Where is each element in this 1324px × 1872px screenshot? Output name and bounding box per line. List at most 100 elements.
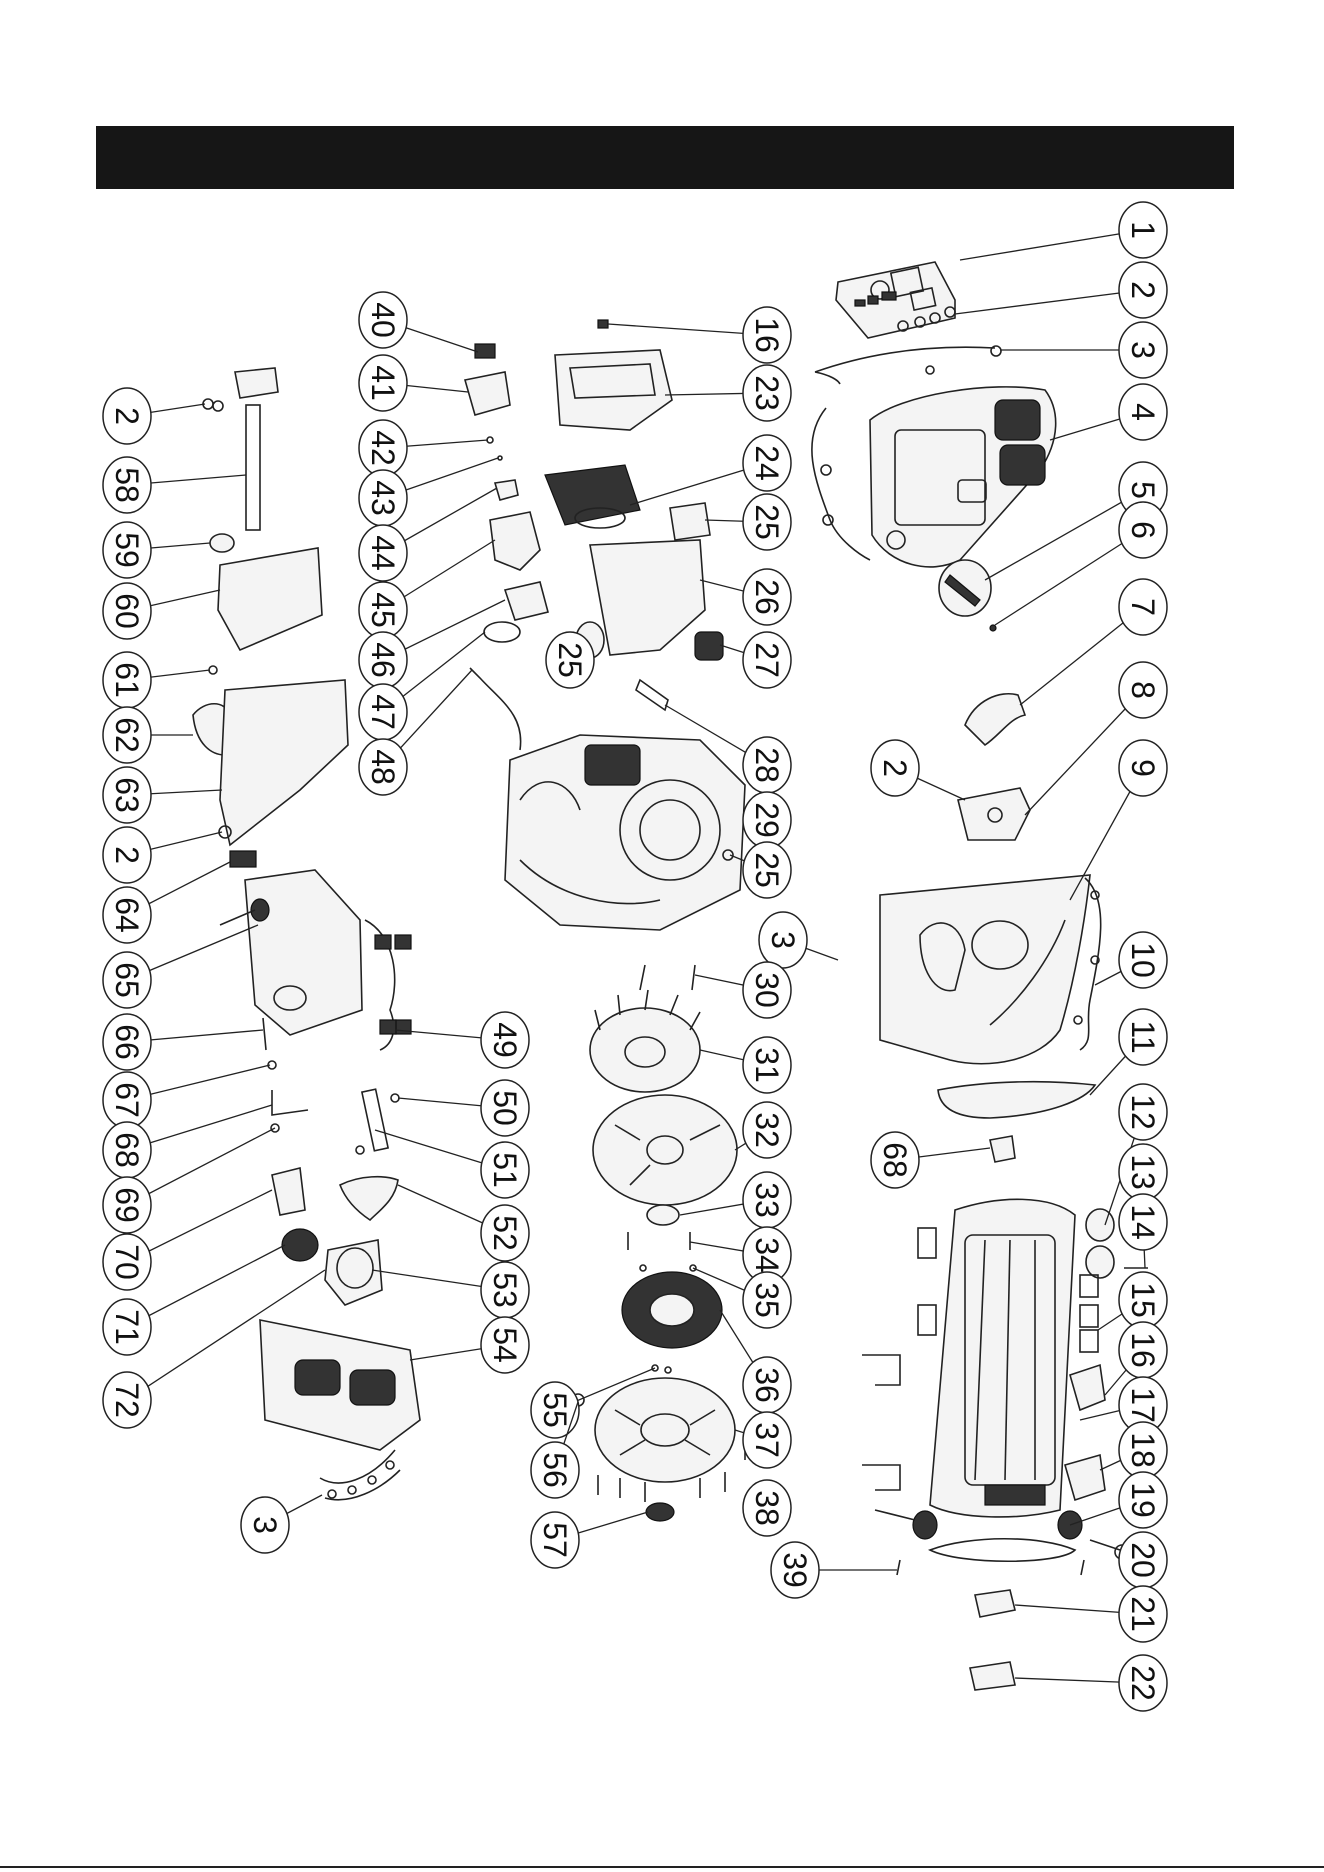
callout-62: 62	[103, 707, 193, 763]
callout-label: 28	[749, 747, 785, 783]
part-base-gasket	[930, 1539, 1075, 1562]
bottom-rule	[0, 1866, 1324, 1868]
part-69b	[356, 1146, 364, 1154]
callout-label: 13	[1125, 1154, 1161, 1190]
callout-25: 25	[546, 632, 594, 688]
part-right-bracket-upper	[1070, 1365, 1105, 1410]
callout-label: 42	[365, 430, 401, 466]
callout-label: 62	[109, 717, 145, 753]
callout-label: 25	[749, 504, 785, 540]
callout-label: 18	[1125, 1432, 1161, 1468]
part-stator	[622, 1272, 722, 1348]
callout-label: 60	[109, 593, 145, 629]
callout-68: 68	[871, 1132, 990, 1188]
part-71-cap	[282, 1229, 318, 1261]
callout-63: 63	[103, 767, 222, 823]
callout-22: 22	[1015, 1655, 1167, 1711]
part-stator-housing	[595, 1378, 735, 1482]
callout-label: 46	[365, 642, 401, 678]
leader-line	[955, 290, 1143, 314]
callout-41: 41	[359, 355, 468, 411]
part-49-pads-d	[380, 1020, 396, 1034]
callout-11: 11	[1090, 1009, 1167, 1095]
callout-label: 35	[749, 1282, 785, 1318]
part-68-hose	[272, 1090, 308, 1115]
callout-label: 45	[365, 592, 401, 628]
callout-label: 10	[1125, 942, 1161, 978]
part-49-pads	[375, 935, 391, 949]
part-gasket-left	[812, 408, 870, 560]
part-nut-33	[647, 1205, 679, 1225]
callout-label: 2	[109, 407, 145, 425]
callout-label: 67	[109, 1082, 145, 1118]
callout-label: 48	[365, 749, 401, 785]
callout-2: 2	[955, 262, 1167, 318]
part-grommet-57	[646, 1503, 674, 1521]
part-air-filter-assembly	[545, 320, 672, 528]
callout-label: 61	[109, 662, 145, 698]
callout-2: 2	[871, 740, 965, 800]
callout-57: 57	[531, 1512, 648, 1568]
callout-3: 3	[241, 1495, 322, 1553]
callout-label: 40	[365, 302, 401, 338]
callout-label: 36	[749, 1367, 785, 1403]
part-gasket-25a	[670, 503, 710, 540]
callout-label: 43	[365, 480, 401, 516]
part-front-cover	[870, 387, 1056, 567]
callout-label: 70	[109, 1244, 145, 1280]
callout-label: 20	[1125, 1542, 1161, 1578]
part-control-panel-plate	[836, 262, 955, 338]
part-fuel-tank	[220, 870, 362, 1035]
callout-2: 2	[103, 388, 205, 444]
callout-31: 31	[700, 1037, 791, 1093]
callout-61: 61	[103, 652, 210, 708]
part-washer-35a	[640, 1265, 646, 1271]
callout-label: 44	[365, 535, 401, 571]
part-socket-a	[975, 1590, 1015, 1617]
part-64-block	[230, 851, 256, 867]
callout-15: 15	[1098, 1272, 1167, 1330]
part-63-frame	[220, 680, 348, 845]
part-pull-handle	[235, 368, 278, 530]
callout-51: 51	[375, 1130, 529, 1198]
part-60-grille	[218, 548, 322, 650]
callout-label: 21	[1125, 1596, 1161, 1632]
part-right-bracket-lower	[1065, 1455, 1105, 1500]
part-gasket-3-bottom	[320, 1450, 400, 1500]
callout-4: 4	[1050, 384, 1167, 440]
callout-53: 53	[372, 1262, 529, 1318]
callout-32: 32	[735, 1102, 791, 1158]
callout-label: 3	[765, 931, 801, 949]
part-61	[209, 666, 217, 674]
part-engine	[505, 735, 745, 930]
callout-label: 16	[749, 317, 785, 353]
callout-label: 71	[109, 1309, 145, 1345]
callout-29: 29	[743, 792, 791, 848]
callout-23: 23	[665, 365, 791, 421]
callout-label: 69	[109, 1187, 145, 1223]
callout-label: 8	[1125, 681, 1161, 699]
callout-21: 21	[1015, 1586, 1167, 1642]
part-studs-30	[640, 965, 695, 990]
callout-25: 25	[705, 494, 791, 550]
callout-label: 19	[1125, 1482, 1161, 1518]
callout-59: 59	[103, 522, 210, 578]
callout-label: 34	[749, 1237, 785, 1273]
callout-label: 3	[247, 1516, 283, 1534]
callout-label: 22	[1125, 1665, 1161, 1701]
callout-3: 3	[1000, 322, 1167, 378]
callout-label: 72	[109, 1382, 145, 1418]
part-flywheel	[593, 1095, 737, 1205]
part-44-valve	[495, 480, 518, 500]
callout-40: 40	[359, 292, 478, 352]
callout-label: 11	[1125, 1020, 1161, 1053]
callout-label: 15	[1125, 1282, 1161, 1318]
callout-label: 41	[365, 365, 401, 401]
callout-label: 51	[487, 1152, 523, 1188]
callout-18: 18	[1100, 1422, 1167, 1478]
part-52-cover	[340, 1177, 398, 1220]
callout-37: 37	[735, 1412, 791, 1468]
callout-label: 17	[1125, 1387, 1161, 1423]
callout-67: 67	[103, 1065, 270, 1128]
callout-label: 63	[109, 777, 145, 813]
